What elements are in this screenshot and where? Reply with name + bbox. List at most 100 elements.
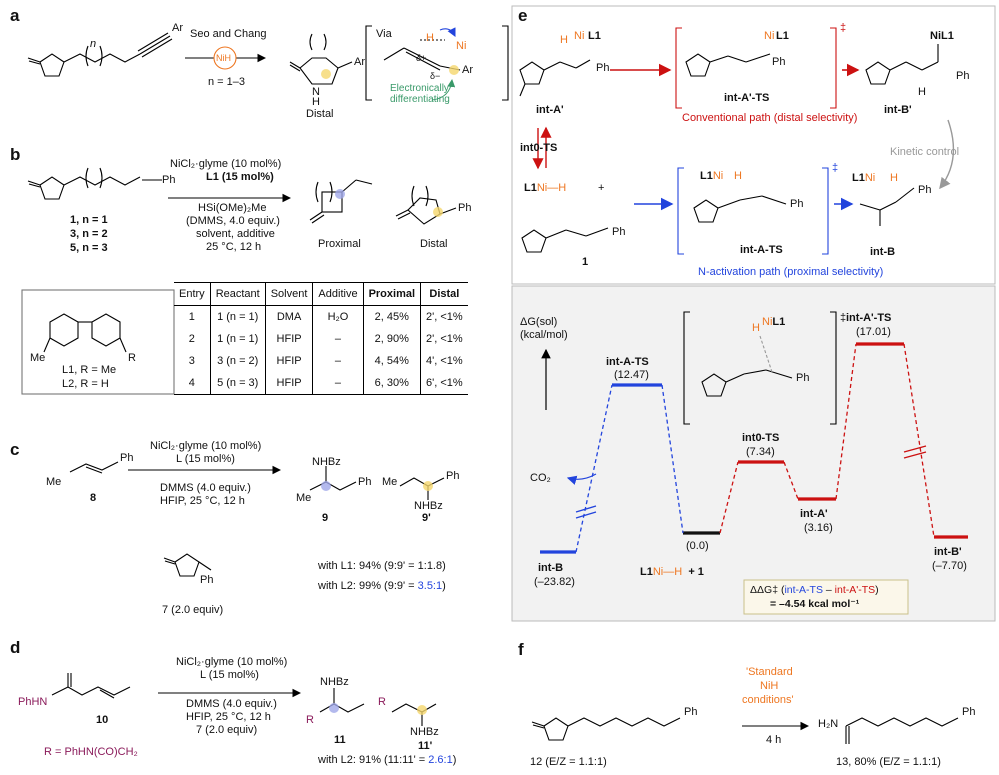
e-intB1: int-B' xyxy=(884,104,912,116)
c-result-2: with L2: 99% (9:9' = 3.5:1) xyxy=(318,580,446,592)
c-cond-1: L (15 mol%) xyxy=(176,453,235,465)
conditions-table: Entry Reactant Solvent Additive Proximal… xyxy=(174,282,468,395)
level-name-4: int-A' xyxy=(800,508,828,520)
b-reactant-1: 3, n = 2 xyxy=(70,228,108,240)
ts-dagger: ‡ xyxy=(840,312,847,324)
cell: 1 (n = 1) xyxy=(210,328,266,350)
b-ph-distal: Ph xyxy=(458,202,472,214)
cell: 1 (n = 1) xyxy=(210,305,266,328)
cell: H₂O xyxy=(312,305,364,328)
energy-levels xyxy=(540,342,968,554)
distal-highlight xyxy=(321,69,331,79)
axis-breaks xyxy=(575,445,927,519)
cell: 2 xyxy=(174,328,211,350)
cell: HFIP xyxy=(265,372,314,395)
a-arrow-top: Seo and Chang xyxy=(190,28,267,40)
d-result: with L2: 91% (11:11' = 2.6:1) xyxy=(318,754,457,766)
f-prod-label: 13, 80% (E/Z = 1.1:1) xyxy=(836,756,941,768)
b-distal: Distal xyxy=(420,238,448,250)
panel-c-art xyxy=(69,461,445,577)
d-cond-2: DMMS (4.0 equiv.) xyxy=(186,698,277,710)
d-r: R xyxy=(306,714,314,726)
c-reagent-ph: Ph xyxy=(200,574,214,586)
a-ar-product: Ar xyxy=(354,56,365,68)
f-ph: Ph xyxy=(684,706,698,718)
c-nhbz: NHBz xyxy=(312,456,341,468)
level-value-1: (12.47) xyxy=(614,369,649,381)
e-ph-2: Ph xyxy=(772,56,786,68)
energy-co2: CO₂ xyxy=(530,472,551,484)
th-entry: Entry xyxy=(174,282,211,306)
panel-d-art xyxy=(51,673,437,726)
cell: – xyxy=(312,372,364,395)
panel-f-art xyxy=(531,717,959,744)
cell: 3 (n = 2) xyxy=(210,350,266,372)
ts-inset xyxy=(683,311,837,425)
e-int0TS: int0-TS xyxy=(520,142,558,154)
f-cond-2: NiH xyxy=(760,680,779,692)
panel-e-top-box xyxy=(511,5,996,285)
f-sub-label: 12 (E/Z = 1.1:1) xyxy=(530,756,607,768)
d-cond-3: HFIP, 25 °C, 12 h xyxy=(186,711,271,723)
e-dagger-2: ‡ xyxy=(832,162,839,174)
c-nhbz2: NHBz xyxy=(414,500,443,512)
d-proximal-hl xyxy=(329,703,339,713)
c-cond-3: HFIP, 25 °C, 12 h xyxy=(160,495,245,507)
panel-label-a: a xyxy=(10,6,20,25)
ar-highlight xyxy=(449,65,459,75)
cell: 2', <1% xyxy=(426,333,463,345)
a-ar-via: Ar xyxy=(462,64,473,76)
panel-label-d: d xyxy=(10,638,21,657)
level-name-0: int-B xyxy=(538,562,564,574)
level-name-6: int-B' xyxy=(934,546,962,558)
b-cond-0: NiCl₂·glyme (10 mol%) xyxy=(170,158,282,170)
e-ph-1b: Ph xyxy=(612,226,626,238)
panel-label-f: f xyxy=(518,640,524,659)
e-h-ts: H xyxy=(734,170,742,182)
c-proximal-hl xyxy=(321,481,331,491)
f-cond-3: conditions' xyxy=(742,694,794,706)
e-ph-1: Ph xyxy=(596,62,610,74)
table-row: 3 3 (n = 2) HFIP – 4, 54% 4', <1% xyxy=(174,350,468,372)
b-reactant-2: 5, n = 3 xyxy=(70,242,108,254)
cell: HFIP xyxy=(265,328,314,350)
b-cond-2: HSi(OMe)₂Me xyxy=(198,202,267,214)
e-h1: H xyxy=(560,34,568,46)
b-cond-3: (DMMS, 4.0 equiv.) xyxy=(186,215,280,227)
cell: – xyxy=(312,350,364,372)
e-intA1: int-A' xyxy=(536,104,564,116)
c-cond-2: DMMS (4.0 equiv.) xyxy=(160,482,251,494)
e-l1ni-b: L1Ni xyxy=(852,172,876,184)
a-catalyst: NiH xyxy=(216,53,231,63)
kinetic-arrow xyxy=(939,119,955,190)
table-row: 4 5 (n = 3) HFIP – 6, 30% 6', <1% xyxy=(174,372,468,395)
a-n-label: n xyxy=(90,38,97,50)
f-h2n: H₂N xyxy=(818,718,839,730)
distal-highlight-b xyxy=(433,207,443,217)
c-p9: 9 xyxy=(322,512,329,524)
ddg-label: ΔΔG‡ (int-A-TS – int-A'-TS) xyxy=(750,584,879,596)
proximal-highlight xyxy=(335,189,345,199)
a-note-2: differentiating xyxy=(390,94,450,105)
cell: 1 xyxy=(174,305,211,328)
e-dagger-1: ‡ xyxy=(840,22,847,34)
e-l1-1: L1 xyxy=(588,30,601,42)
cell: 2, 45% xyxy=(363,305,422,328)
d-sub: 10 xyxy=(96,714,109,726)
e-plus: + xyxy=(598,182,605,194)
d-p11p: 11' xyxy=(418,740,433,752)
level-value-4: (3.16) xyxy=(804,522,833,534)
a-delta-minus: δ− xyxy=(430,71,441,81)
level-value-0: (–23.82) xyxy=(534,576,575,588)
a-note-1: Electronically xyxy=(390,83,449,94)
panel-label-e: e xyxy=(518,6,528,25)
a-nh-n: N xyxy=(312,86,320,98)
b-reactant-0: 1, n = 1 xyxy=(70,214,108,226)
level-name-3: int0-TS xyxy=(742,432,780,444)
c-sub: 8 xyxy=(90,492,97,504)
f-time: 4 h xyxy=(766,734,782,746)
energy-start: L1Ni—H + 1 xyxy=(640,566,704,578)
d-phhn: PhHN xyxy=(18,696,48,708)
c-p9p: 9' xyxy=(422,512,431,524)
